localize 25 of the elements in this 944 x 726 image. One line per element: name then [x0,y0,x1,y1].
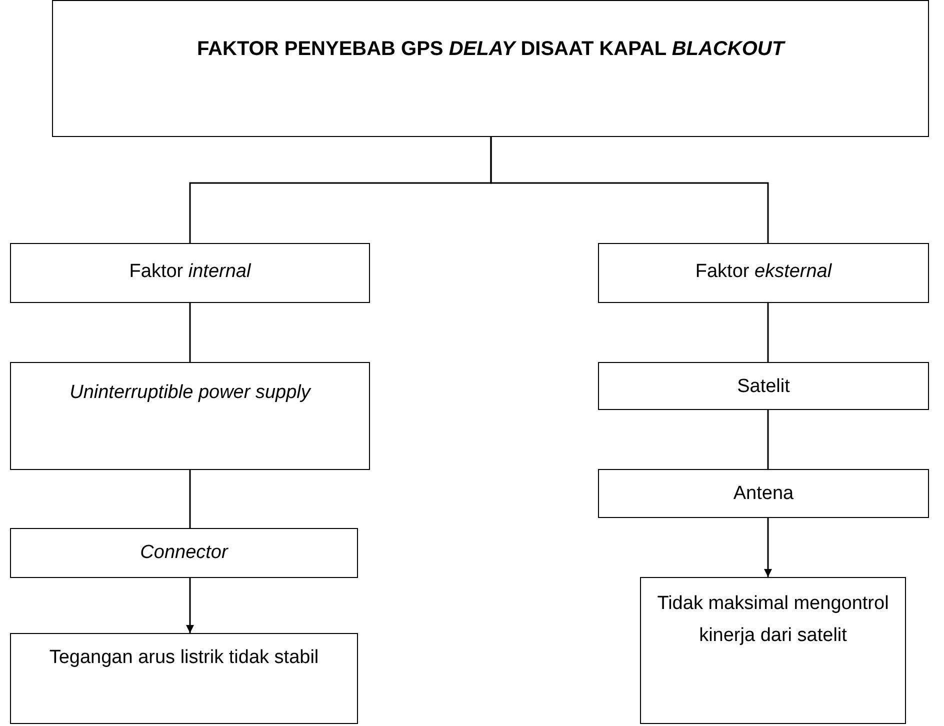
node-label: Uninterruptible power supply [70,381,310,405]
node-label: Tegangan arus listrik tidak stabil [49,646,319,670]
node-label: Faktor internal [129,260,251,284]
process-box [10,528,358,578]
process-box [598,362,929,410]
process-box [598,469,929,518]
node-label: Tidak maksimal mengontrol kinerja dari satelit [656,592,890,648]
process-box [10,243,370,303]
arrow [186,578,194,633]
node-label: Satelit [737,375,790,399]
connector-line [189,470,191,528]
node-label: Connector [140,541,228,565]
arrow [764,518,772,577]
connector-line [767,410,769,469]
title-box [52,0,929,137]
title-text: FAKTOR PENYEBAB GPS DELAY DISAAT KAPAL BLACKOUT [196,37,784,62]
node-label: Faktor eksternal [695,260,832,284]
node-label: Antena [733,482,794,506]
process-box [10,633,358,724]
connector-line [189,303,191,362]
process-box [598,243,929,303]
connector-line [490,137,769,243]
process-box [10,362,370,470]
process-box [640,577,906,724]
connector-line [767,303,769,362]
